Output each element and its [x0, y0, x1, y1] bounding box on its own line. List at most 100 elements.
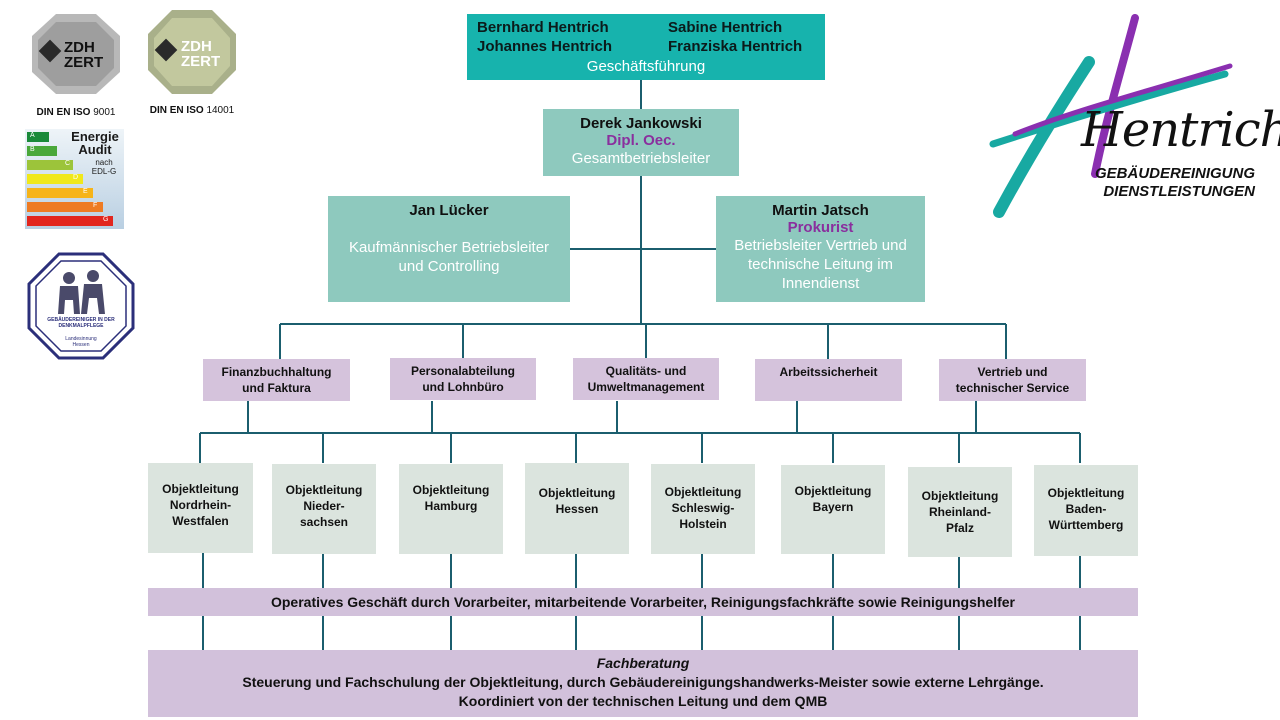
iso-caption-number: 9001 [93, 107, 116, 118]
region-label: Objektleitung [664, 485, 742, 499]
region-label: sachsen [299, 515, 349, 529]
hentrich-logo: Hentrich GEBÄUDEREINIGUNG DIENSTLEISTUNG… [985, 14, 1280, 219]
energy-class-bar: D [27, 174, 83, 184]
region-label: Hamburg [424, 499, 478, 513]
guild-subtitle: Hessen [72, 342, 90, 348]
region-label: Hessen [555, 502, 599, 516]
energy-audit-badge: A B C D E F G Energie Audit nach EDL-G [25, 129, 124, 229]
department-label: und Lohnbüro [422, 380, 504, 394]
department-box: Personalabteilung und Lohnbüro [390, 358, 536, 400]
department-label: Qualitäts- und [605, 364, 687, 378]
energy-class-bar: G [27, 216, 113, 226]
guild-seal-badge: GEBÄUDEREINIGER IN DER DENKMALPFLEGE Lan… [27, 252, 135, 360]
region-label: Baden- [1065, 502, 1107, 516]
region-label: Nieder- [303, 499, 345, 513]
commercial-manager-box: Jan Lücker Kaufmännischer Betriebsleiter… [328, 196, 570, 302]
energy-class-bar: E [27, 188, 93, 198]
region-label: Objektleitung [1047, 486, 1125, 500]
region-label: Pfalz [945, 521, 974, 535]
consulting-line: Koordiniert von der technischen Leitung … [458, 693, 828, 709]
consulting-line: Steuerung und Fachschulung der Objektlei… [242, 674, 1044, 690]
manager-name: Bernhard Hentrich [477, 19, 609, 36]
director-box: Derek Jankowski Dipl. Oec. Gesamtbetrieb… [543, 109, 739, 176]
director-title: Dipl. Oec. [606, 132, 676, 149]
iso-caption-bold: DIN EN ISO [36, 107, 91, 118]
region-label: Rheinland- [929, 505, 991, 519]
zert-label: ZERT [64, 54, 104, 71]
iso-caption: DIN EN ISO 14001 [143, 105, 241, 116]
operations-band: Operatives Geschäft durch Vorarbeiter, m… [148, 588, 1138, 616]
region-label: Bayern [812, 500, 854, 514]
iso-caption-bold: DIN EN ISO [149, 105, 204, 116]
director-role: Gesamtbetriebsleiter [571, 150, 711, 167]
zdh-zert-iso14001-badge: ZDH ZERT DIN EN ISO 14001 [143, 8, 241, 118]
department-box: Finanzbuchhaltung und Faktura [203, 359, 350, 401]
department-box: Arbeitssicherheit [755, 359, 902, 401]
department-label: Personalabteilung [410, 364, 516, 378]
energy-title: Audit [78, 142, 112, 157]
department-label: und Faktura [242, 381, 311, 395]
iso-caption: DIN EN ISO 9001 [28, 107, 124, 118]
consulting-heading: Fachberatung [596, 655, 690, 671]
energy-class-bar: A [27, 132, 49, 142]
consulting-band: Fachberatung Steuerung und Fachschulung … [148, 650, 1138, 717]
energy-subtitle: nach [95, 158, 113, 167]
octagon-seal-icon [27, 252, 135, 360]
region-label: Objektleitung [412, 483, 490, 497]
zdh-zert-iso9001-badge: ZDH ZERT DIN EN ISO 9001 [28, 12, 124, 118]
director-name: Derek Jankowski [580, 115, 702, 132]
region-label: Objektleitung [794, 484, 872, 498]
department-label: Finanzbuchhaltung [221, 365, 332, 379]
region-label: Objektleitung [538, 486, 616, 500]
region-label: Objektleitung [921, 489, 999, 503]
manager-name: Franziska Hentrich [668, 38, 803, 55]
energy-class-bar: F [27, 202, 103, 212]
brand-tagline: DIENSTLEISTUNGEN [1103, 183, 1255, 200]
management-box: Bernhard Hentrich Sabine Hentrich Johann… [467, 14, 825, 80]
energy-class-bar: C [27, 160, 73, 170]
department-label: Arbeitssicherheit [779, 365, 878, 379]
sales-manager-name: Martin Jatsch [772, 202, 869, 219]
region-label: Objektleitung [162, 482, 239, 496]
energy-subtitle: EDL-G [91, 167, 117, 176]
commercial-manager-name: Jan Lücker [409, 202, 489, 219]
energy-class-bar: B [27, 146, 57, 156]
hentrich-wordmark: Hentrich [1081, 102, 1280, 158]
commercial-role-line: Kaufmännischer Betriebsleiter [348, 239, 550, 256]
guild-subtitle: Landesinnung [65, 336, 97, 342]
iso-caption-number: 14001 [206, 105, 235, 116]
region-label: Holstein [679, 517, 727, 531]
sales-role-line: Betriebsleiter Vertrieb und [734, 237, 907, 254]
commercial-role-line: und Controlling [398, 258, 500, 275]
management-role: Geschäftsführung [586, 58, 706, 75]
octagon-seal-icon [32, 14, 120, 94]
guild-title: GEBÄUDEREINIGER IN DER [47, 317, 115, 323]
region-label: Nordrhein- [169, 498, 232, 512]
department-box: Vertrieb und technischer Service [939, 359, 1086, 401]
region-label: Westfalen [172, 514, 229, 528]
sales-role-line: Innendienst [781, 275, 860, 292]
brand-tagline: GEBÄUDEREINIGUNG [1094, 165, 1255, 182]
department-label: technischer Service [955, 381, 1070, 395]
manager-name: Johannes Hentrich [477, 38, 613, 55]
sales-manager-box: Martin Jatsch Prokurist Betriebsleiter V… [716, 196, 925, 302]
octagon-seal-icon [148, 10, 236, 94]
zert-label: ZERT [181, 53, 221, 70]
department-label: Umweltmanagement [587, 380, 705, 394]
zdh-label: ZDH [181, 38, 212, 55]
sales-manager-title: Prokurist [787, 219, 854, 236]
department-label: Vertrieb und [977, 365, 1048, 379]
manager-name: Sabine Hentrich [668, 19, 783, 36]
hentrich-mark-icon [989, 14, 1233, 218]
region-label: Württemberg [1048, 518, 1124, 532]
zdh-label: ZDH [64, 39, 95, 56]
